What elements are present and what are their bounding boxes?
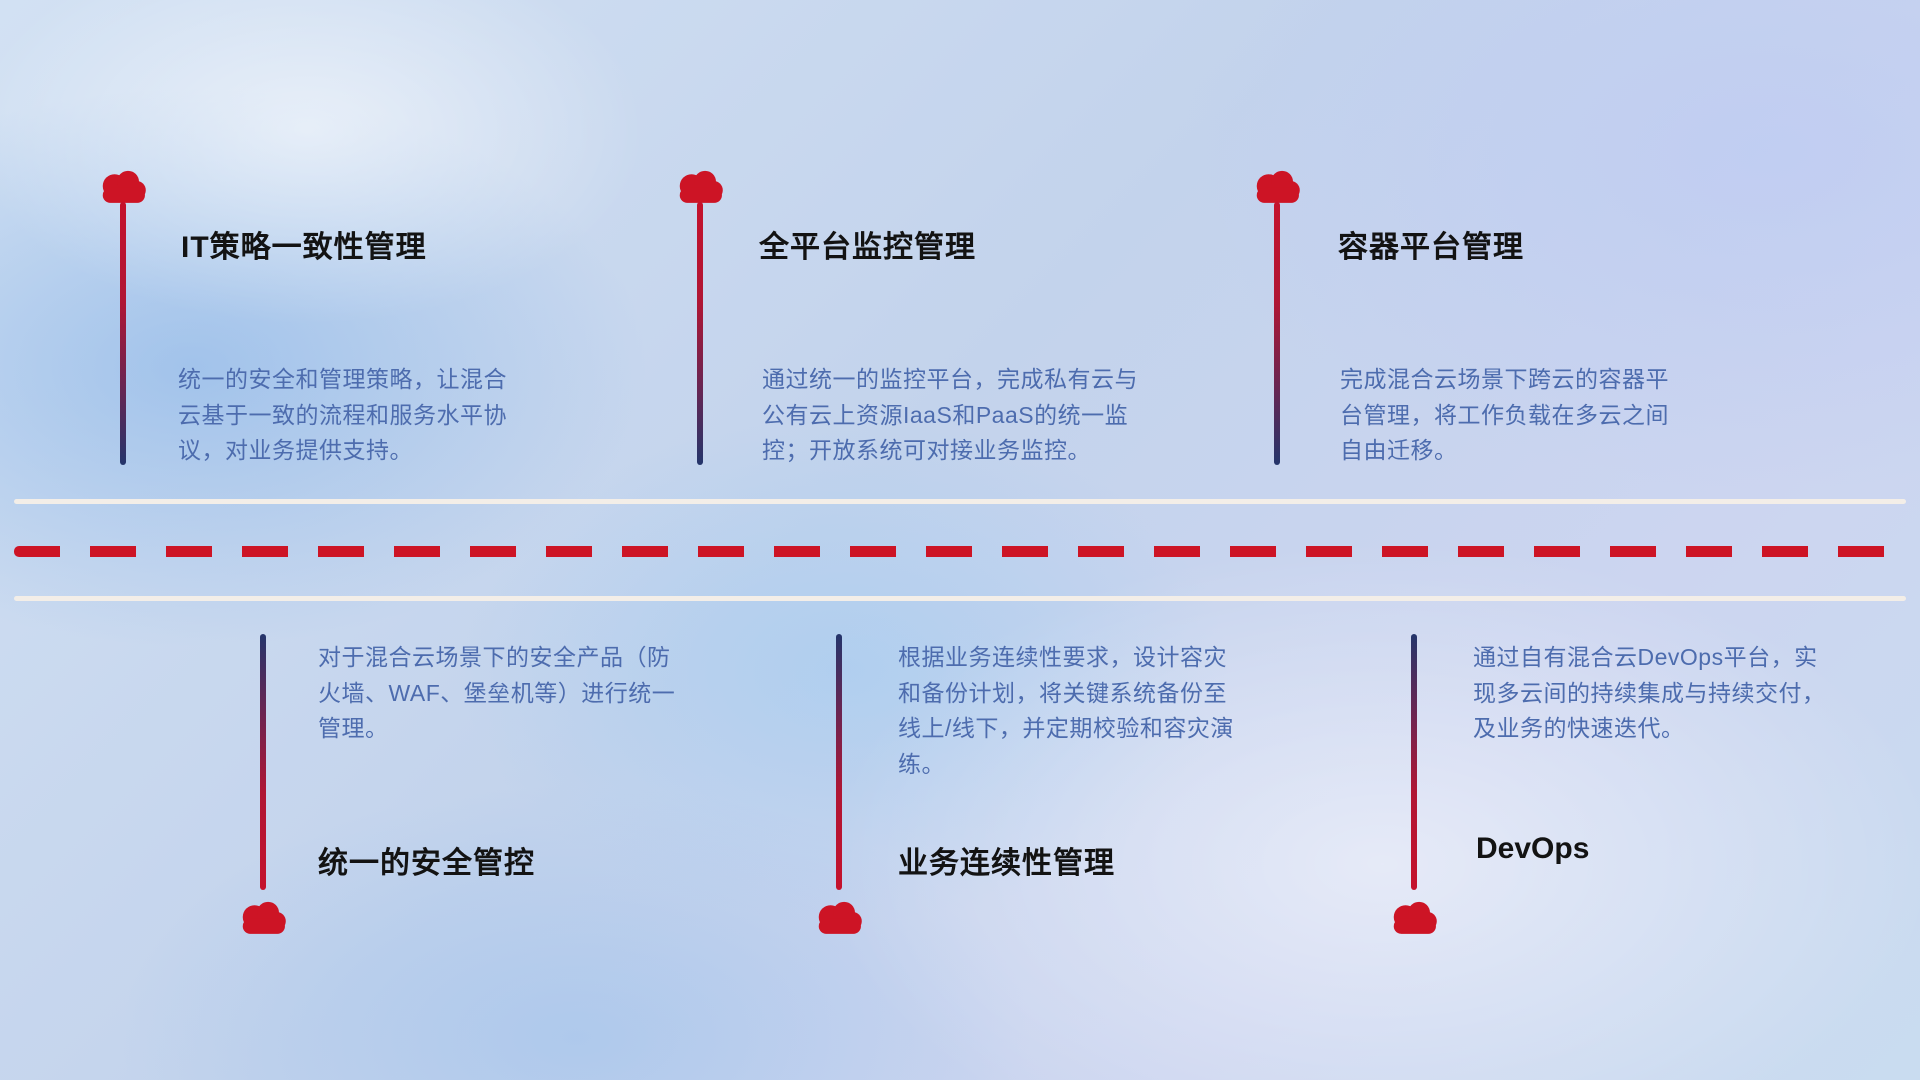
item-description: 根据业务连续性要求，设计容灾和备份计划，将关键系统备份至线上/线下，并定期校验和… xyxy=(898,644,1234,777)
item-title: 业务连续性管理 xyxy=(898,847,1115,880)
timeline-connector xyxy=(120,202,126,465)
item-title: DevOps xyxy=(1476,832,1590,865)
item-title: 统一的安全管控 xyxy=(318,847,535,880)
cloud-icon xyxy=(1256,170,1300,203)
divider-line-bottom xyxy=(14,596,1906,601)
item-description: 通过统一的监控平台，完成私有云与公有云上资源IaaS和PaaS的统一监控；开放系… xyxy=(762,366,1138,464)
item-description: 对于混合云场景下的安全产品（防火墙、WAF、堡垒机等）进行统一管理。 xyxy=(318,644,676,742)
cloud-icon xyxy=(679,170,723,203)
timeline-connector xyxy=(697,202,703,465)
cloud-icon xyxy=(242,901,286,934)
timeline-connector xyxy=(1274,202,1280,465)
item-description: 统一的安全和管理策略，让混合云基于一致的流程和服务水平协议，对业务提供支持。 xyxy=(178,366,507,464)
cloud-icon xyxy=(102,170,146,203)
item-title: 全平台监控管理 xyxy=(759,231,976,264)
item-description: 完成混合云场景下跨云的容器平台管理，将工作负载在多云之间自由迁移。 xyxy=(1340,366,1669,464)
timeline-connector xyxy=(1411,634,1417,890)
timeline-connector xyxy=(260,634,266,890)
timeline-connector xyxy=(836,634,842,890)
cloud-icon xyxy=(818,901,862,934)
roadmap-dashed-line xyxy=(14,546,1906,557)
item-description: 通过自有混合云DevOps平台，实现多云间的持续集成与持续交付，及业务的快速迭代… xyxy=(1473,644,1826,742)
item-title: IT策略一致性管理 xyxy=(181,231,427,264)
divider-line-top xyxy=(14,499,1906,504)
item-title: 容器平台管理 xyxy=(1338,231,1524,264)
cloud-icon xyxy=(1393,901,1437,934)
